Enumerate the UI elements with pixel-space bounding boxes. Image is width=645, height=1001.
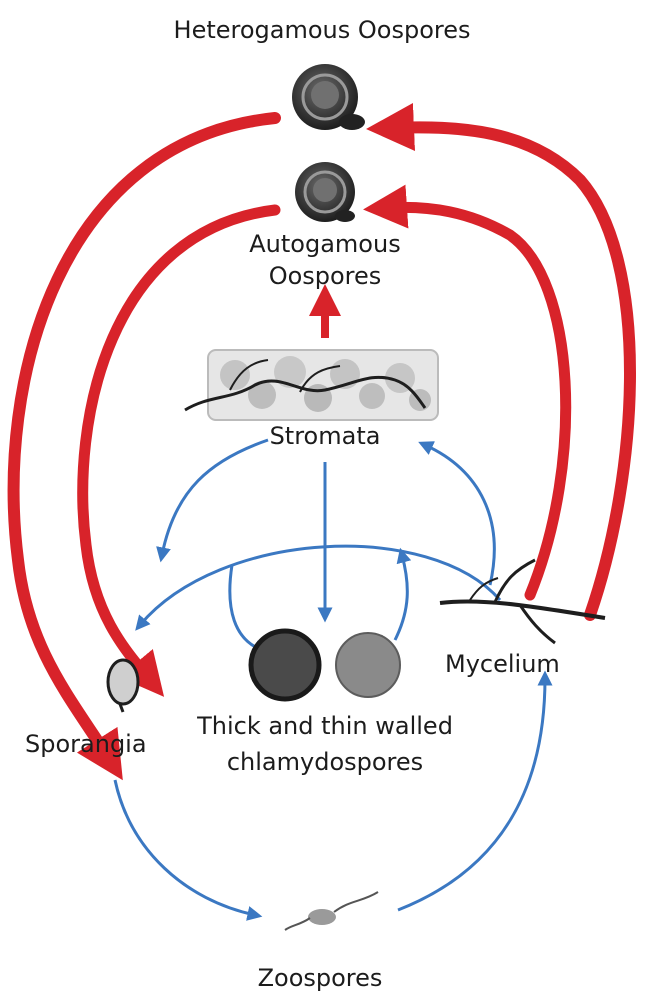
oospore-icon — [295, 162, 355, 222]
mycelium-label: Mycelium — [445, 648, 560, 680]
sporangia-label: Sporangia — [25, 728, 147, 760]
stromata-label: Stromata — [245, 420, 405, 452]
autogamous-oospores-label: Autogamous Oospores — [210, 228, 440, 292]
stromata-icon — [185, 350, 438, 420]
oospore-icon — [292, 64, 365, 130]
zoospore-icon — [285, 892, 378, 930]
chlamydospore-thin-icon — [336, 633, 400, 697]
sporangium-icon — [108, 660, 138, 712]
chlamydospores-label: Thick and thin walled chlamydospores — [175, 708, 475, 780]
blue-arrow-mycelium-to-stromata — [425, 445, 494, 585]
blue-arrow-mycelium-to-sporangia — [140, 546, 500, 625]
heterogamous-oospores-label: Heterogamous Oospores — [122, 14, 522, 46]
chlamydospore-thick-icon — [251, 631, 319, 699]
blue-arrow-stromata-to-sporangia — [162, 440, 268, 555]
blue-arrow-sporangia-to-zoospores — [115, 780, 255, 915]
blue-arrow-to-thick-chlamydospore — [230, 565, 262, 650]
blue-arrow-thin-chlamydospore-to-mycelium — [395, 555, 407, 640]
zoospores-label: Zoospores — [220, 962, 420, 994]
